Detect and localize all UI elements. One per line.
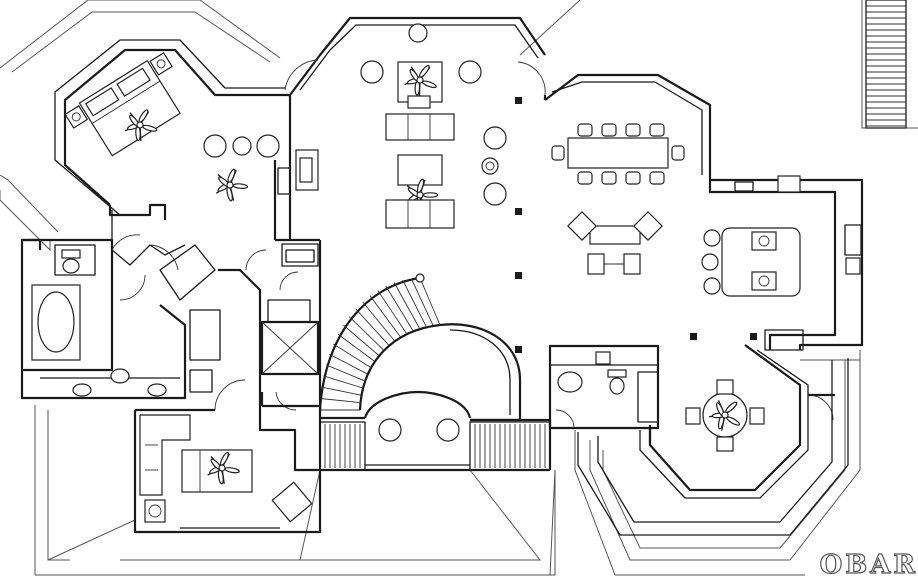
toilet-icon [607, 369, 627, 395]
bathtub-icon [31, 284, 81, 361]
dining-room [543, 73, 712, 175]
kitchen [708, 172, 864, 351]
ceiling-fan-icon [124, 109, 158, 142]
table-icon [397, 154, 443, 186]
dining-table [567, 137, 669, 169]
chair-icon [551, 145, 565, 161]
chair-icon [483, 182, 507, 206]
table-icon [567, 211, 663, 275]
powder-room [548, 344, 660, 430]
ceiling-fan-icon [207, 451, 240, 485]
fireplace [277, 149, 319, 195]
chair-icon [378, 418, 402, 442]
sofa-icon [385, 113, 455, 141]
outer-walls [22, 238, 652, 470]
ceiling-fan-icon [404, 64, 437, 97]
nightstand [144, 499, 166, 523]
foyer [319, 323, 551, 472]
chair-icon [625, 123, 641, 137]
chair-icon [577, 123, 593, 137]
table-icon [232, 136, 252, 156]
chair-icon [203, 134, 227, 158]
chair-icon [110, 368, 130, 384]
master-bedroom [54, 39, 320, 242]
chair-icon [685, 407, 701, 425]
chair-icon [360, 60, 384, 84]
sink-icon [72, 383, 92, 397]
sink-icon [147, 383, 167, 397]
toilet-icon [61, 249, 81, 274]
chair-icon [649, 123, 665, 137]
chair-icon [749, 407, 765, 425]
ceiling-fan-icon [709, 400, 741, 431]
chair-icon [625, 171, 641, 185]
chair-icon [649, 171, 665, 185]
chair-icon [483, 126, 507, 150]
chair-icon [458, 60, 482, 84]
chair-icon [256, 134, 280, 158]
chair-icon [716, 379, 734, 395]
chair-icon [671, 145, 685, 161]
chair-icon [703, 229, 721, 247]
stove-icon [721, 227, 801, 297]
chair-icon [716, 436, 734, 452]
chair-icon [271, 481, 313, 523]
exterior-stairs [865, 0, 907, 129]
great-room [284, 16, 547, 100]
chair-icon [703, 277, 721, 295]
side-table [481, 157, 499, 175]
watermark-logo: OBAR [819, 550, 918, 580]
chair-icon [601, 171, 617, 185]
columns [515, 97, 757, 353]
guest-bedroom [133, 268, 322, 534]
chair-icon [577, 171, 593, 185]
chair-icon [701, 253, 719, 271]
stairs-icon [318, 273, 441, 411]
hall-closets [245, 243, 320, 411]
sofa-icon [139, 414, 191, 496]
ceiling-fan-icon [215, 168, 249, 202]
sofa-icon [385, 199, 455, 229]
bed-icon [64, 52, 181, 157]
chair-icon [436, 418, 460, 442]
chair-icon [601, 123, 617, 137]
master-bath [20, 210, 221, 400]
sink-icon [557, 371, 583, 393]
porch [577, 358, 849, 536]
